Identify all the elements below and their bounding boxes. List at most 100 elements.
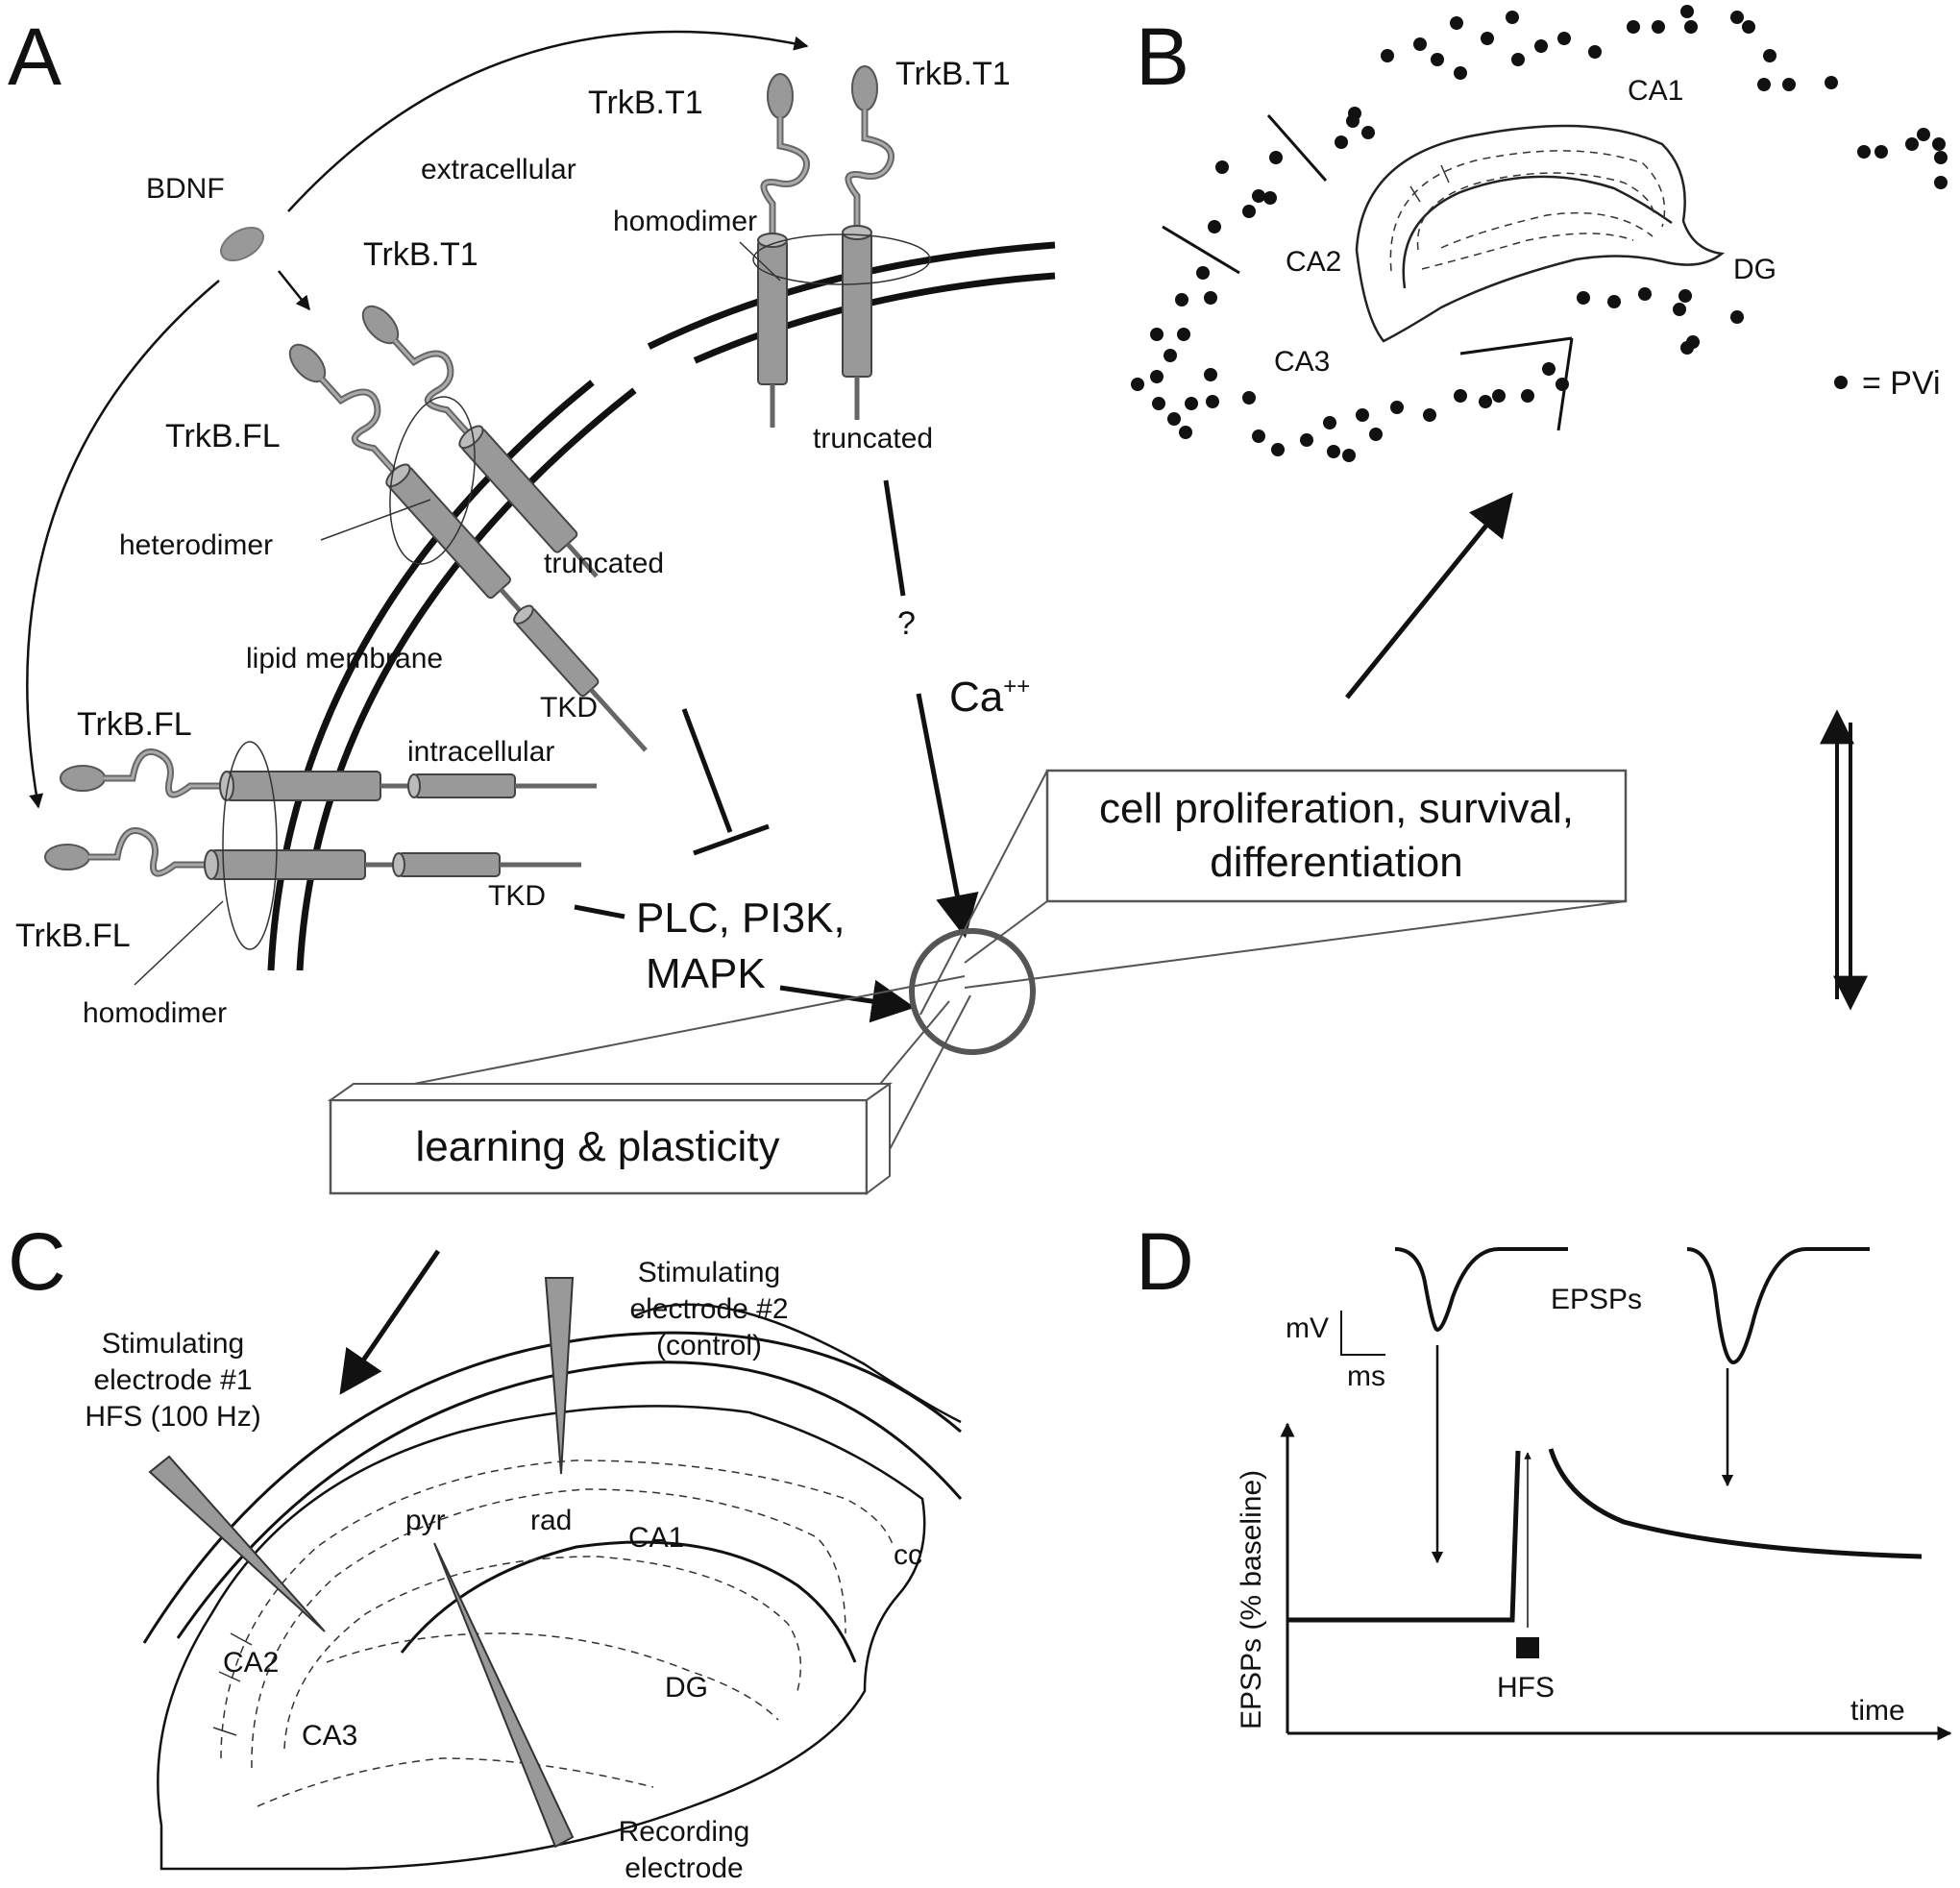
bdnf-label: BDNF xyxy=(146,173,225,205)
pvi-dot xyxy=(1825,76,1838,89)
learning-text: learning & plasticity xyxy=(415,1123,779,1170)
pvi-dot xyxy=(1730,310,1744,324)
pvi-dot xyxy=(1557,32,1571,45)
pvi-legend-label: = PVi xyxy=(1862,365,1941,402)
pvi-dot xyxy=(1506,11,1519,24)
pvi-dot xyxy=(1413,37,1427,51)
panel-b-label: B xyxy=(1136,12,1189,102)
dashed-layer-1-c xyxy=(220,1459,894,1759)
pvi-dot xyxy=(1454,66,1467,80)
hippocampus-inner-line-b xyxy=(1402,175,1673,289)
pvi-dot xyxy=(1450,16,1463,30)
homodimer-pointer-bottom xyxy=(134,900,224,986)
pvi-dot xyxy=(1627,20,1640,34)
pvi-dot xyxy=(1730,11,1744,24)
lipid-membrane-label: lipid membrane xyxy=(246,643,443,674)
hippocampus-inner-c xyxy=(400,1540,857,1663)
pvi-dot xyxy=(1152,397,1165,410)
homodimer-label-bottom: homodimer xyxy=(83,997,227,1029)
region-tick-1-b xyxy=(1440,164,1450,184)
trkb-t1-label-mid: TrkB.T1 xyxy=(363,236,478,273)
pvi-dot xyxy=(1680,5,1694,18)
truncated-signal-arrow-lower xyxy=(916,693,979,939)
dashed-layer-4-c xyxy=(326,1632,779,1721)
heterodimer-outline xyxy=(389,396,476,565)
pvi-legend-dot xyxy=(1834,376,1848,389)
pvi-dot xyxy=(1356,408,1369,422)
proliferation-text-line1: cell proliferation, survival, xyxy=(1099,785,1574,832)
pvi-dot xyxy=(1556,378,1569,391)
ca1-label-b: CA1 xyxy=(1628,75,1683,107)
pvi-dot xyxy=(1335,135,1348,149)
tkd-label-mid: TKD xyxy=(540,692,598,723)
recording-electrode xyxy=(433,1542,575,1849)
stim1-label-line2: electrode #1 xyxy=(93,1364,252,1396)
inhibition-line xyxy=(681,708,733,833)
x-axis-label: time xyxy=(1850,1695,1905,1727)
proliferation-text-line2: differentiation xyxy=(1210,839,1462,886)
signaling-hub-circle xyxy=(909,928,1036,1055)
pvi-dot xyxy=(1271,443,1285,456)
pvi-dot xyxy=(1269,151,1283,164)
pvi-dot xyxy=(1917,128,1930,141)
question-mark: ? xyxy=(897,605,916,642)
trkb-fl-homodimer-receptor-2 xyxy=(45,830,581,879)
zoom-connectors xyxy=(330,770,1627,1194)
pvi-dot xyxy=(1167,412,1181,426)
potentiated-decay xyxy=(1548,1448,1923,1559)
pvi-dot xyxy=(1263,191,1277,205)
pvi-dot xyxy=(1164,349,1177,362)
calcium-base: Ca xyxy=(949,674,1004,721)
stimulating-electrode-2 xyxy=(544,1277,575,1475)
rec-label-line1: Recording xyxy=(619,1816,750,1848)
pvi-dot xyxy=(1381,49,1394,62)
dashed-layer-5-c xyxy=(257,1757,654,1807)
bdnf-arrow-mid xyxy=(278,270,310,311)
pvi-dot xyxy=(1934,176,1948,189)
proliferation-box: cell proliferation, survival, differenti… xyxy=(1045,769,1628,903)
pvi-dots xyxy=(1131,5,1948,462)
pvi-dot xyxy=(1204,291,1217,305)
stim1-label-line1: Stimulating xyxy=(102,1328,244,1360)
pvi-dot xyxy=(1534,39,1548,53)
pvi-dot xyxy=(1252,189,1265,203)
pvi-dot xyxy=(1763,49,1776,62)
tkd-connector xyxy=(574,904,625,919)
hippocampus-dashed-2-b xyxy=(1416,172,1655,251)
hippocampus-dashed-1-b xyxy=(1389,150,1666,272)
ca3-label-c: CA3 xyxy=(302,1720,357,1752)
pvi-dot xyxy=(1369,428,1383,441)
stimulating-electrode-1 xyxy=(148,1455,326,1632)
heterodimer-pointer xyxy=(320,499,431,541)
trkb-t1-homodimer-receptor-2 xyxy=(843,66,892,420)
hfs-label: HFS xyxy=(1497,1672,1555,1704)
lipid-membrane-outer xyxy=(267,241,1056,971)
pvi-dot xyxy=(1905,137,1919,151)
region-divider-3-b xyxy=(1459,336,1573,356)
rec-label-line2: electrode xyxy=(625,1852,743,1884)
ca2-label-c: CA2 xyxy=(223,1647,279,1679)
bdnf-molecule xyxy=(220,226,264,262)
epsp-trace-after xyxy=(1686,1247,1870,1365)
region-divider-2-b xyxy=(1162,225,1240,275)
stim1-label-line3: HFS (100 Hz) xyxy=(85,1401,260,1433)
panel-b: CA1 CA2 CA3 DG = PVi xyxy=(1131,5,1948,462)
pvi-dot xyxy=(1684,20,1698,34)
pvi-dot xyxy=(1327,445,1340,458)
to-panel-b-arrow xyxy=(1345,492,1513,699)
pvi-dot xyxy=(1204,368,1217,381)
cc-label-c: cc xyxy=(894,1539,922,1571)
ca2-label-b: CA2 xyxy=(1286,246,1341,278)
pvi-dot xyxy=(1874,145,1888,159)
bdnf-arrow-left xyxy=(26,280,220,809)
truncated-label-mid: truncated xyxy=(544,548,664,579)
ca1-label-c: CA1 xyxy=(628,1522,684,1554)
pvi-dot xyxy=(1348,107,1361,120)
epsp-time-course xyxy=(1287,1450,1521,1623)
panel-d: EPSPs mV ms EPSPs (% baseline) time HFS xyxy=(1236,1247,1952,1741)
pvi-dot xyxy=(1423,408,1436,422)
pvi-dot xyxy=(1323,416,1336,429)
panel-a-label: A xyxy=(8,12,61,102)
calcium-label: Ca++ xyxy=(949,674,1030,721)
